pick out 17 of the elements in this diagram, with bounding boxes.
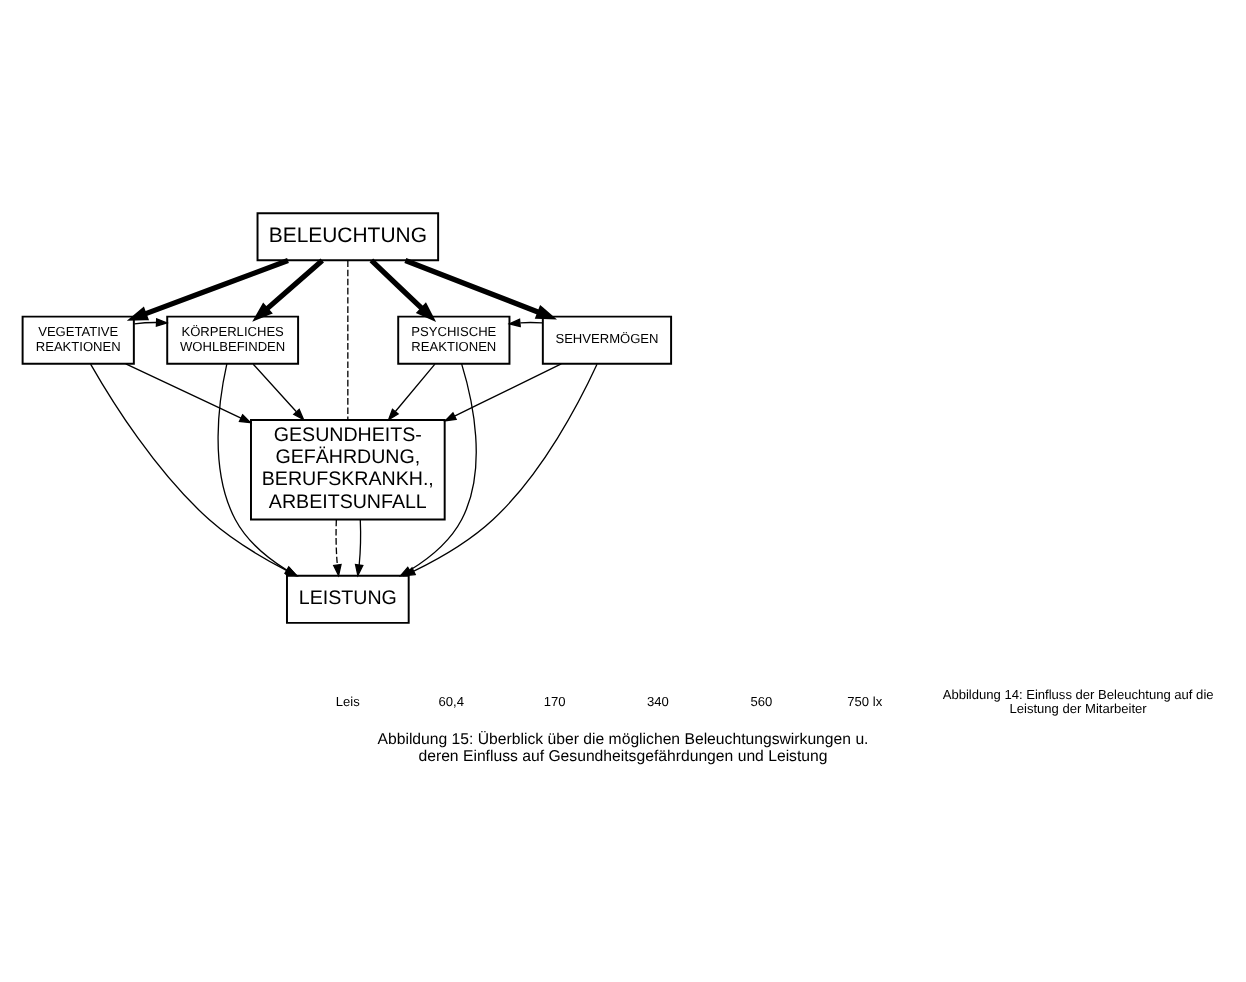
- arrow: [354, 518, 364, 577]
- arrow: [133, 316, 169, 327]
- arrow: [369, 257, 437, 322]
- arrow: [332, 518, 342, 577]
- arrow: [507, 317, 544, 327]
- arrow: [402, 362, 598, 576]
- arrow: [387, 362, 436, 421]
- node-box: LEISTUNG: [286, 573, 410, 623]
- arrow: [252, 257, 324, 321]
- node-box: GESUNDHEITS- GEFÄHRDUNG, BERUFSKRANKH., ARBEITSUNFALL: [250, 418, 446, 520]
- arrow: [404, 257, 557, 319]
- connector: [347, 258, 349, 420]
- arrow: [252, 362, 305, 421]
- arrow: [443, 362, 562, 421]
- arrow: [125, 362, 253, 423]
- node-box: BELEUCHTUNG: [256, 211, 440, 261]
- arrow: [126, 257, 289, 320]
